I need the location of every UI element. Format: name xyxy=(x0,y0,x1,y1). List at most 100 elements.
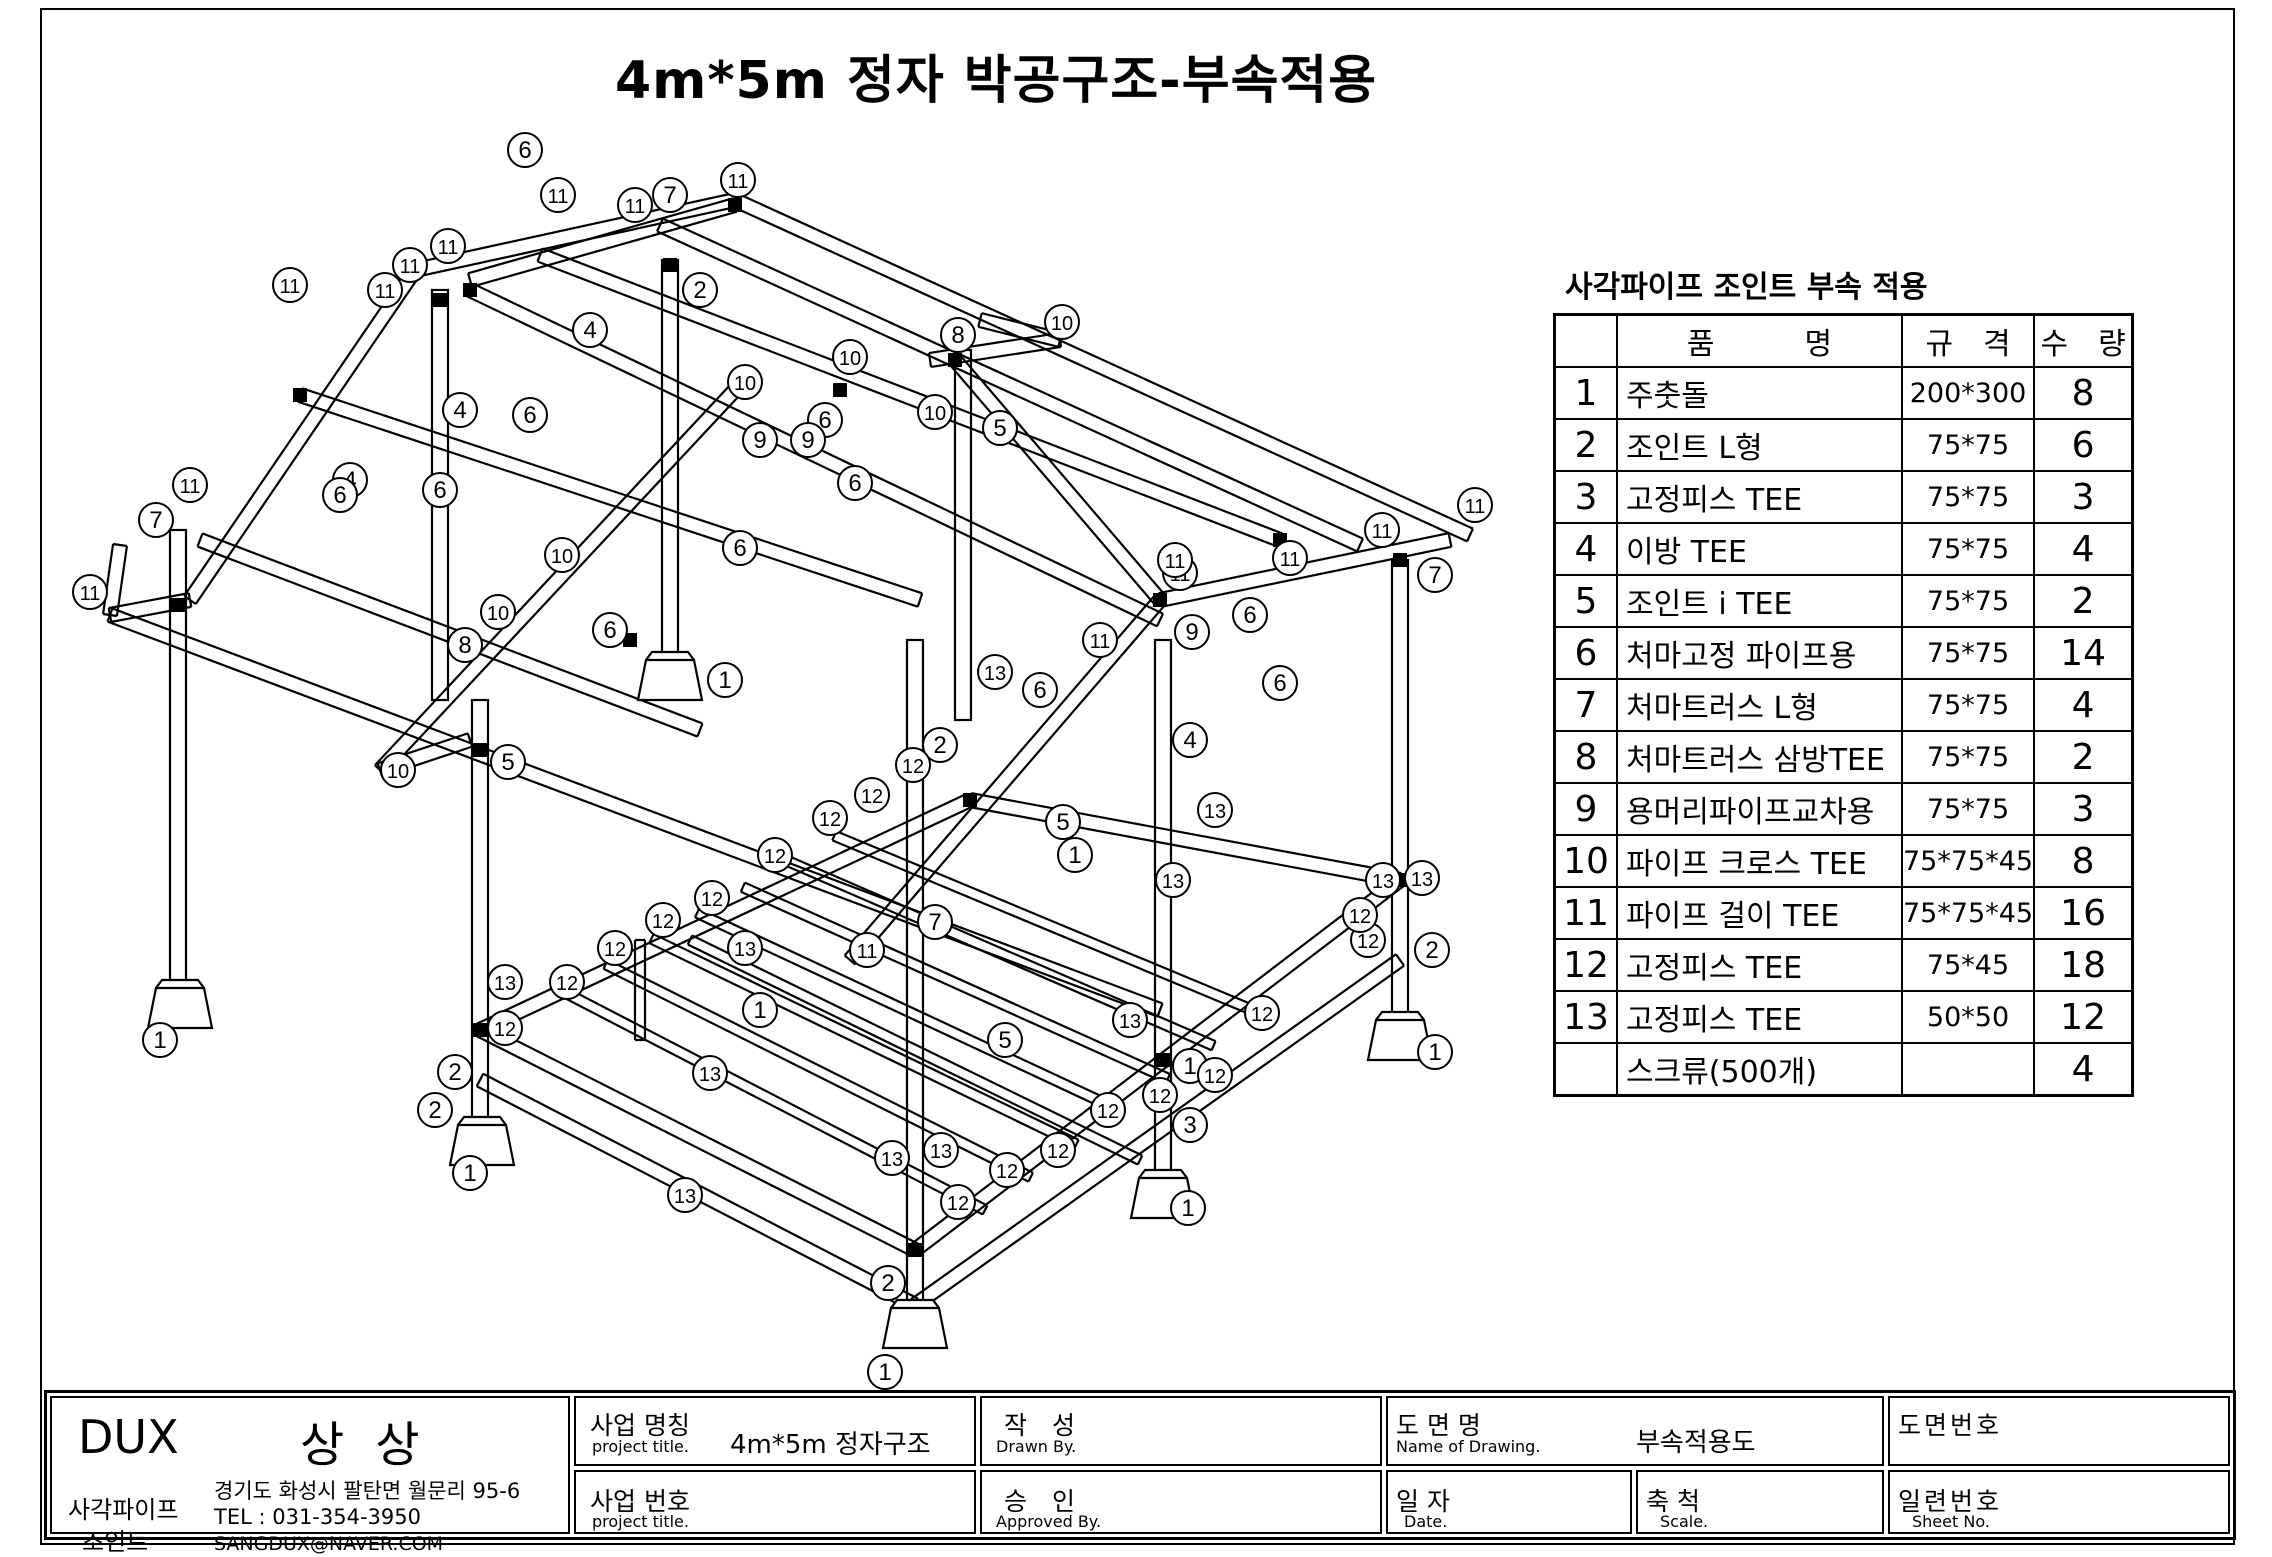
callout-circle xyxy=(682,272,718,308)
callout-circle xyxy=(1022,672,1058,708)
scale-cell xyxy=(1636,1470,1884,1534)
callout-number: 11 xyxy=(180,476,201,498)
callout-13: 13 xyxy=(1112,1002,1148,1038)
callout-number: 12 xyxy=(556,973,578,995)
callout-number: 12 xyxy=(819,809,841,831)
callout-1: 1 xyxy=(1417,1034,1453,1070)
callout-number: 1 xyxy=(1183,1053,1196,1080)
parts-name-cell: 고정피스 TEE xyxy=(1616,938,1903,992)
joint-fitting xyxy=(171,598,185,612)
footing-stone xyxy=(448,1115,516,1167)
joint-fitting xyxy=(473,1023,487,1037)
parts-spec-cell: 75*75 xyxy=(1900,678,2036,732)
callout-13: 13 xyxy=(977,654,1013,690)
callout-circle xyxy=(692,1055,728,1091)
parts-name-cell: 고정피스 TEE xyxy=(1616,990,1903,1044)
drawn-sub: Drawn By. xyxy=(996,1437,1077,1456)
callout-number: 11 xyxy=(857,941,878,963)
callout-number: 13 xyxy=(881,1149,903,1171)
callout-number: 6 xyxy=(603,617,616,644)
pipe-member xyxy=(948,354,1167,606)
callout-5: 5 xyxy=(490,744,526,780)
callout-circle xyxy=(1342,897,1378,933)
callout-number: 13 xyxy=(1119,1011,1141,1033)
scale-sub: Scale. xyxy=(1660,1512,1709,1531)
callout-circle xyxy=(727,364,763,400)
callout-6: 6 xyxy=(1022,672,1058,708)
callout-number: 13 xyxy=(674,1186,696,1208)
callout-number: 10 xyxy=(734,373,756,395)
joint-fitting xyxy=(1153,593,1167,607)
callout-number: 10 xyxy=(924,403,946,425)
callout-circle xyxy=(1045,804,1081,840)
callout-number: 12 xyxy=(701,889,723,911)
callout-number: 13 xyxy=(930,1141,952,1163)
callout-circle xyxy=(272,267,308,303)
callout-number: 12 xyxy=(861,786,883,808)
header-spec: 규 격 xyxy=(1900,313,2036,368)
callout-circle xyxy=(142,1022,178,1058)
pipe-member xyxy=(648,933,1080,1150)
parts-name-cell: 고정피스 TEE xyxy=(1616,470,1903,524)
callout-12: 12 xyxy=(989,1152,1025,1188)
callout-10: 10 xyxy=(480,594,516,630)
callout-11: 11 xyxy=(617,187,653,223)
date-cell xyxy=(1386,1470,1632,1534)
post-member xyxy=(905,638,925,1310)
callout-circle xyxy=(645,902,681,938)
callout-circle xyxy=(487,964,523,1000)
callout-12: 12 xyxy=(1342,897,1378,933)
pipe-member xyxy=(731,192,1474,543)
callout-circle xyxy=(512,397,548,433)
callout-circle xyxy=(742,992,778,1028)
callout-number: 11 xyxy=(400,256,421,278)
callout-7: 7 xyxy=(1417,557,1453,593)
callout-number: 9 xyxy=(801,427,814,454)
parts-qty-cell: 4 xyxy=(2033,678,2134,732)
tagline-1: 사각파이프 xyxy=(68,1496,179,1524)
parts-spec-cell: 75*75 xyxy=(1900,418,2036,472)
pipe-member xyxy=(556,984,989,1216)
callout-circle xyxy=(380,752,416,788)
callout-circle xyxy=(940,1184,976,1220)
callout-circle xyxy=(367,272,403,308)
callout-circle xyxy=(447,627,483,663)
callout-5: 5 xyxy=(982,410,1018,446)
callout-12: 12 xyxy=(597,930,633,966)
scale-label: 축 척 xyxy=(1646,1487,1700,1516)
pipe-member xyxy=(475,1022,920,1258)
callout-6: 6 xyxy=(512,397,548,433)
callout-circle xyxy=(940,317,976,353)
callout-number: 4 xyxy=(1183,727,1196,754)
callout-number: 8 xyxy=(951,322,964,349)
callout-circle xyxy=(1170,1190,1206,1226)
callout-12: 12 xyxy=(1142,1077,1178,1113)
joint-fitting xyxy=(908,1243,922,1257)
drawing-no-cell xyxy=(1888,1396,2230,1466)
callout-circle xyxy=(1174,614,1210,650)
callout-12: 12 xyxy=(1090,1092,1126,1128)
callout-11: 11 xyxy=(1082,622,1118,658)
callout-12: 12 xyxy=(895,747,931,783)
parts-no-cell: 9 xyxy=(1553,782,1618,836)
callout-number: 6 xyxy=(518,137,531,164)
callout-12: 12 xyxy=(1244,995,1280,1031)
parts-table-header: 품 명 규 격 수 량 xyxy=(1553,313,2134,368)
callout-number: 12 xyxy=(604,939,626,961)
callout-1: 1 xyxy=(142,1022,178,1058)
pipe-member xyxy=(977,312,1063,348)
callout-circle xyxy=(989,1152,1025,1188)
callout-number: 10 xyxy=(487,603,509,625)
callout-number: 12 xyxy=(1251,1004,1273,1026)
callout-10: 10 xyxy=(544,537,580,573)
callout-number: 1 xyxy=(1068,842,1081,869)
callout-circle xyxy=(480,594,516,630)
company-address: 경기도 화성시 팔탄면 월문리 95-6 xyxy=(214,1479,521,1503)
callout-number: 4 xyxy=(583,317,596,344)
parts-qty-cell: 16 xyxy=(2033,886,2134,940)
pipe-member xyxy=(106,607,1164,1018)
